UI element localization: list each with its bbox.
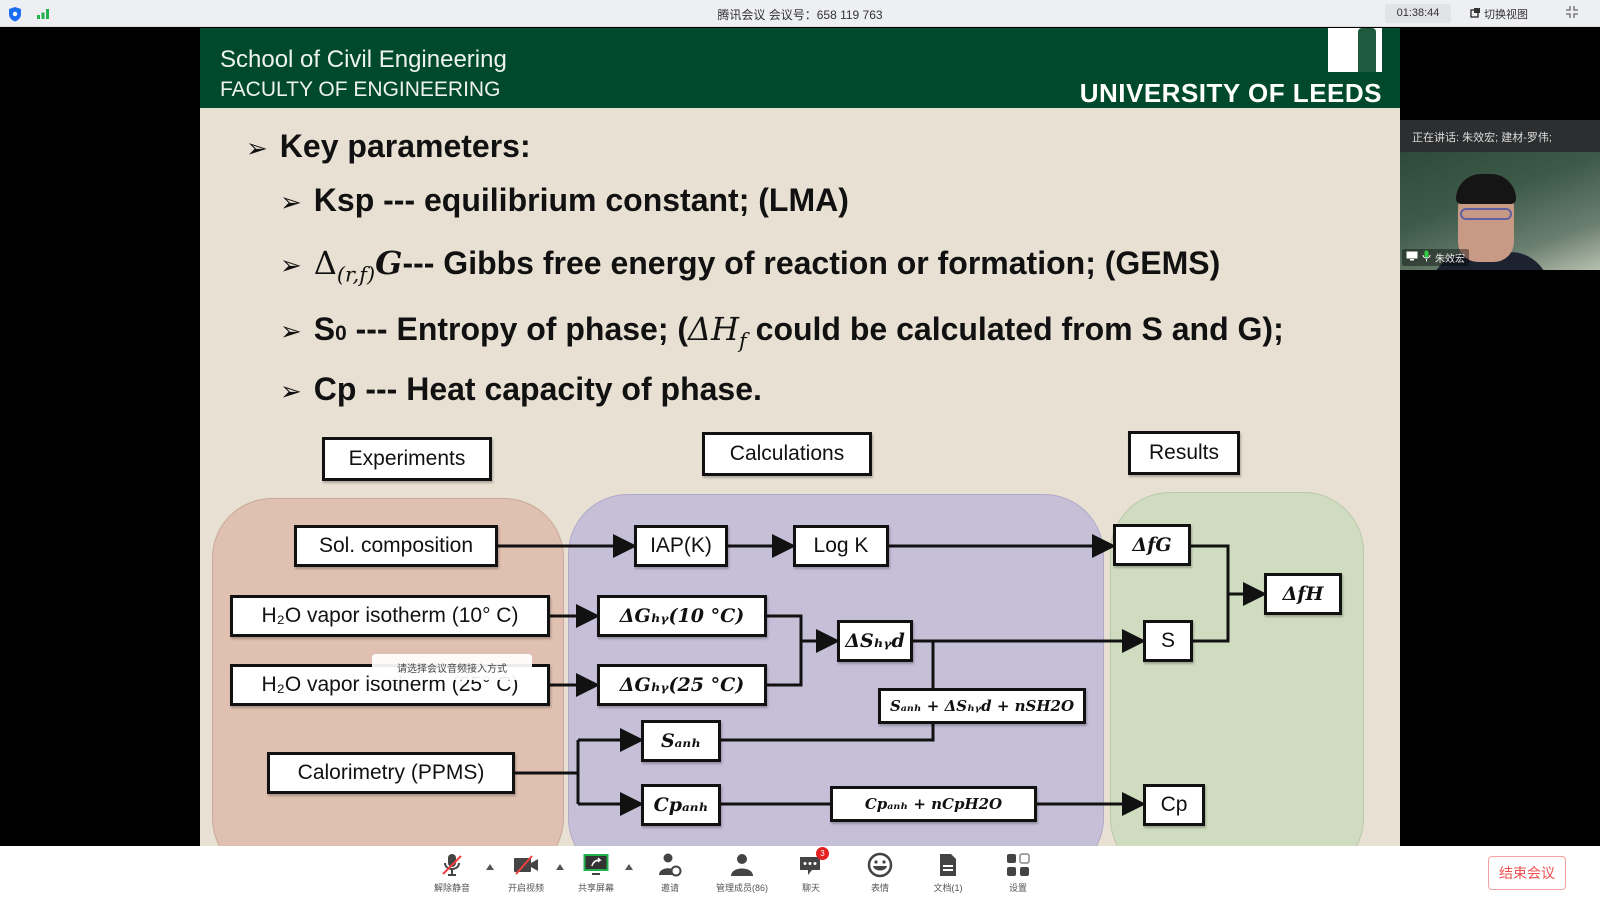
df-g-box: ΔfG: [1113, 524, 1191, 566]
meeting-timer: 01:38:44: [1385, 4, 1451, 23]
manage-members-button[interactable]: 管理成员(86): [712, 852, 772, 896]
s-anh-box: Sₐₙₕ: [641, 720, 721, 762]
emoji-button[interactable]: 表情: [850, 852, 910, 896]
bullet-arrow-icon: ➢: [280, 316, 302, 346]
cp-anh-box: Cpₐₙₕ: [641, 784, 721, 826]
diagram-connectors: [498, 534, 1267, 816]
start-video-button[interactable]: 开启视频: [496, 852, 556, 896]
dg-hy-10-box: ΔGₕᵧ(10 °C): [597, 595, 767, 637]
cp-sum-box: Cpₐₙₕ + nCpH2O: [830, 786, 1037, 822]
bullet-cp: ➢ Cp --- Heat capacity of phase.: [280, 371, 762, 407]
bullet-key-parameters: ➢ Key parameters:: [246, 128, 531, 164]
participant-video[interactable]: 朱效宏: [1400, 152, 1600, 270]
invite-icon: [657, 852, 683, 878]
bullet-arrow-icon: ➢: [280, 376, 302, 406]
cp-result-box: Cp: [1143, 784, 1205, 826]
bullet-arrow-icon: ➢: [280, 187, 302, 217]
documents-button[interactable]: 文档(1): [918, 852, 978, 896]
slide-header: School of Civil Engineering FACULTY OF E…: [200, 28, 1400, 108]
gibbs-symbol: Δ(r,f)G: [313, 244, 403, 287]
s-result-box: S: [1143, 620, 1193, 662]
experiments-header: Experiments: [322, 437, 492, 481]
switch-view-label: 切换视图: [1484, 9, 1528, 21]
shared-slide: School of Civil Engineering FACULTY OF E…: [200, 28, 1400, 846]
bullet-arrow-icon: ➢: [246, 133, 268, 163]
apps-icon: [1005, 852, 1031, 878]
unmute-button[interactable]: 解除静音: [422, 852, 482, 896]
shield-icon[interactable]: [5, 4, 25, 24]
logk-box: Log K: [793, 525, 889, 567]
tower-icon: [1358, 28, 1376, 72]
screen-share-icon: [1406, 251, 1418, 264]
share-screen-button[interactable]: 共享屏幕: [566, 852, 626, 896]
meeting-toolbar: 解除静音 开启视频 共享屏幕 邀请 管理成员(86) 3 聊天 表情 文档(1)…: [0, 846, 1600, 900]
mic-active-icon: [1422, 250, 1431, 265]
df-h-box: ΔfH: [1264, 573, 1342, 615]
end-meeting-button[interactable]: 结束会议: [1488, 856, 1566, 890]
share-screen-icon: [583, 852, 609, 878]
dg-hy-25-box: ΔGₕᵧ(25 °C): [597, 664, 767, 706]
s-sum-box: Sₐₙₕ + ΔSₕᵧd + nSH2O: [878, 688, 1086, 724]
chat-unread-badge: 3: [816, 847, 829, 860]
ds-hyd-box: ΔSₕᵧd: [837, 620, 913, 662]
members-icon: [729, 852, 755, 878]
chat-button[interactable]: 3 聊天: [781, 847, 841, 896]
signal-icon[interactable]: [33, 4, 53, 24]
university-name: UNIVERSITY OF LEEDS: [1079, 78, 1382, 108]
connector-sanh-ssum: [720, 721, 935, 742]
calorimetry-box: Calorimetry (PPMS): [267, 752, 515, 794]
mic-muted-icon: [439, 852, 465, 878]
invite-button[interactable]: 邀请: [640, 852, 700, 896]
school-name: School of Civil Engineering: [220, 46, 507, 73]
video-off-icon: [513, 852, 539, 878]
bullet-ksp: ➢ Ksp --- equilibrium constant; (LMA): [280, 182, 849, 218]
results-header: Results: [1128, 431, 1240, 475]
faculty-name: FACULTY OF ENGINEERING: [220, 78, 501, 101]
sol-composition-box: Sol. composition: [294, 525, 498, 567]
share-options-caret[interactable]: [625, 864, 633, 870]
settings-button[interactable]: 设置: [988, 852, 1048, 896]
h2o-isotherm-10-box: H₂O vapor isotherm (10° C): [230, 595, 550, 637]
bullet-gibbs: ➢ Δ(r,f)G --- Gibbs free energy of react…: [280, 244, 1221, 287]
audio-prompt-toast[interactable]: 请选择会议音频接入方式: [372, 654, 532, 680]
participant-label: 朱效宏: [1402, 249, 1469, 266]
video-options-caret[interactable]: [556, 864, 564, 870]
connector-results-merge: [1190, 544, 1230, 643]
connector-cal-split: [514, 740, 580, 804]
switch-view-button[interactable]: 切换视图: [1470, 6, 1528, 22]
audio-options-caret[interactable]: [486, 864, 494, 870]
fullscreen-icon[interactable]: [1565, 5, 1581, 21]
calculations-header: Calculations: [702, 432, 872, 476]
chat-icon: 3: [798, 847, 829, 878]
emoji-icon: [867, 852, 893, 878]
document-icon: [935, 852, 961, 878]
meeting-title: 腾讯会议 会议号：658 119 763: [717, 8, 883, 22]
speaking-indicator: 正在讲话: 朱效宏; 建材-罗伟;: [1400, 120, 1600, 152]
switch-view-icon: [1470, 7, 1481, 21]
title-bar: 腾讯会议 会议号：658 119 763 01:38:44 切换视图: [0, 0, 1600, 27]
bullet-arrow-icon: ➢: [280, 250, 302, 280]
iap-box: IAP(K): [634, 525, 728, 567]
connector-dg-merge: [766, 614, 803, 687]
